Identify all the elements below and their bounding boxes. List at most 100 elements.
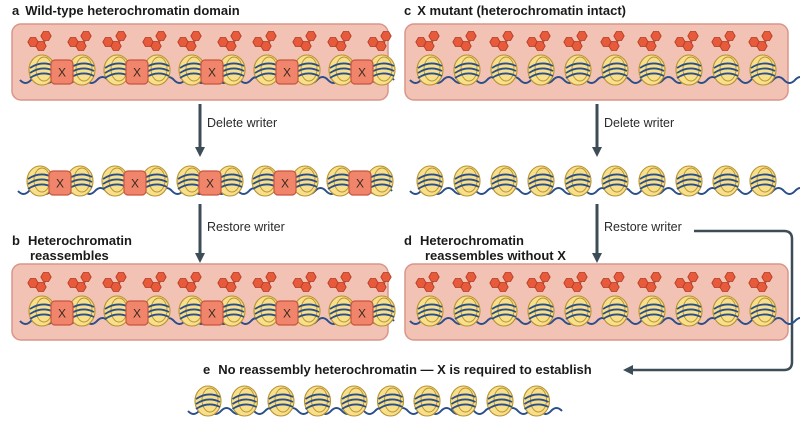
methyl-mark-cluster xyxy=(489,272,514,292)
x-protein-label: X xyxy=(283,66,291,80)
methyl-mark-cluster xyxy=(327,31,352,51)
x-protein-label: X xyxy=(133,66,141,80)
methyl-mark-cluster xyxy=(452,31,477,51)
methyl-mark-cluster xyxy=(217,31,242,51)
nucleosome xyxy=(601,165,629,197)
methyl-mark-cluster xyxy=(600,272,625,292)
nucleosome xyxy=(376,385,405,417)
methyl-mark-cluster xyxy=(67,31,92,51)
panel-b-label-line2: reassembles xyxy=(30,248,109,263)
panel-c-chromatin xyxy=(409,31,800,86)
nucleosome xyxy=(486,385,514,417)
nucleosome xyxy=(303,385,332,417)
nucleosome xyxy=(527,295,555,327)
nucleosome xyxy=(675,165,703,197)
methyl-mark-cluster xyxy=(27,31,52,51)
x-protein-label: X xyxy=(283,307,291,321)
methyl-mark-cluster xyxy=(142,31,167,51)
x-protein-label: X xyxy=(356,177,364,191)
arrow-right-restore-label: Restore writer xyxy=(604,220,682,234)
x-protein-label: X xyxy=(58,66,66,80)
methyl-mark-cluster xyxy=(367,31,392,51)
methyl-mark-cluster xyxy=(674,31,699,51)
nucleosome xyxy=(68,54,96,86)
x-protein-label: X xyxy=(133,307,141,321)
nucleosome xyxy=(416,54,444,86)
nucleosome xyxy=(453,54,481,86)
arrow-right-to-e xyxy=(623,229,794,375)
nucleosome xyxy=(416,295,444,327)
methyl-mark-cluster xyxy=(563,272,588,292)
x-protein-label: X xyxy=(131,177,139,191)
x-protein-label: X xyxy=(358,66,366,80)
methyl-mark-cluster xyxy=(748,272,773,292)
methyl-mark-cluster xyxy=(252,31,277,51)
nucleosome xyxy=(267,385,295,417)
nucleosome xyxy=(675,54,703,86)
nucleosome xyxy=(230,385,259,417)
methyl-mark-cluster xyxy=(292,31,317,51)
methyl-mark-cluster xyxy=(711,272,736,292)
nucleosome xyxy=(453,295,481,327)
x-protein: X xyxy=(275,59,299,85)
nucleosome xyxy=(453,165,481,197)
x-protein: X xyxy=(200,59,224,85)
nucleosome xyxy=(416,165,444,197)
x-protein: X xyxy=(48,170,72,196)
nucleosome xyxy=(368,54,396,86)
methyl-mark-cluster xyxy=(637,272,662,292)
nucleosome xyxy=(522,385,551,417)
nucleosome xyxy=(638,165,666,197)
delete-right-chromatin xyxy=(409,165,800,197)
nucleosome xyxy=(340,385,368,417)
nucleosome xyxy=(490,54,518,86)
nucleosome xyxy=(749,165,777,197)
x-protein-label: X xyxy=(208,66,216,80)
arrow-left-delete-label: Delete writer xyxy=(207,116,277,130)
arrow-left-restore-label: Restore writer xyxy=(207,220,285,234)
nucleosome xyxy=(490,165,518,197)
arrow-right-delete-label: Delete writer xyxy=(604,116,674,130)
x-protein: X xyxy=(348,170,372,196)
x-protein-label: X xyxy=(58,307,66,321)
methyl-mark-cluster xyxy=(327,272,352,292)
x-protein-label: X xyxy=(56,177,64,191)
x-protein: X xyxy=(350,59,374,85)
methyl-mark-cluster xyxy=(674,272,699,292)
panel-d-chromatin xyxy=(409,272,800,327)
nucleosome xyxy=(749,295,777,327)
x-protein: X xyxy=(50,59,74,85)
methyl-mark-cluster xyxy=(526,31,551,51)
nucleosome xyxy=(328,295,356,327)
methyl-mark-cluster xyxy=(292,272,317,292)
methyl-mark-cluster xyxy=(142,272,167,292)
nucleosome xyxy=(564,165,592,197)
nucleosome xyxy=(490,295,518,327)
nucleosome xyxy=(527,165,555,197)
x-protein-label: X xyxy=(206,177,214,191)
nucleosome xyxy=(601,295,629,327)
x-protein: X xyxy=(275,300,299,326)
nucleosome xyxy=(712,295,740,327)
methyl-mark-cluster xyxy=(415,31,440,51)
methyl-mark-cluster xyxy=(27,272,52,292)
methyl-mark-cluster xyxy=(367,272,392,292)
methyl-mark-cluster xyxy=(526,272,551,292)
methyl-mark-cluster xyxy=(563,31,588,51)
nucleosome xyxy=(749,54,777,86)
x-protein-label: X xyxy=(358,307,366,321)
nucleosome xyxy=(712,54,740,86)
methyl-mark-cluster xyxy=(711,31,736,51)
nucleosome xyxy=(194,385,222,417)
methyl-mark-cluster xyxy=(637,31,662,51)
methyl-mark-cluster xyxy=(102,31,127,51)
methyl-mark-cluster xyxy=(177,272,202,292)
nucleosome xyxy=(638,295,666,327)
x-protein: X xyxy=(125,59,149,85)
